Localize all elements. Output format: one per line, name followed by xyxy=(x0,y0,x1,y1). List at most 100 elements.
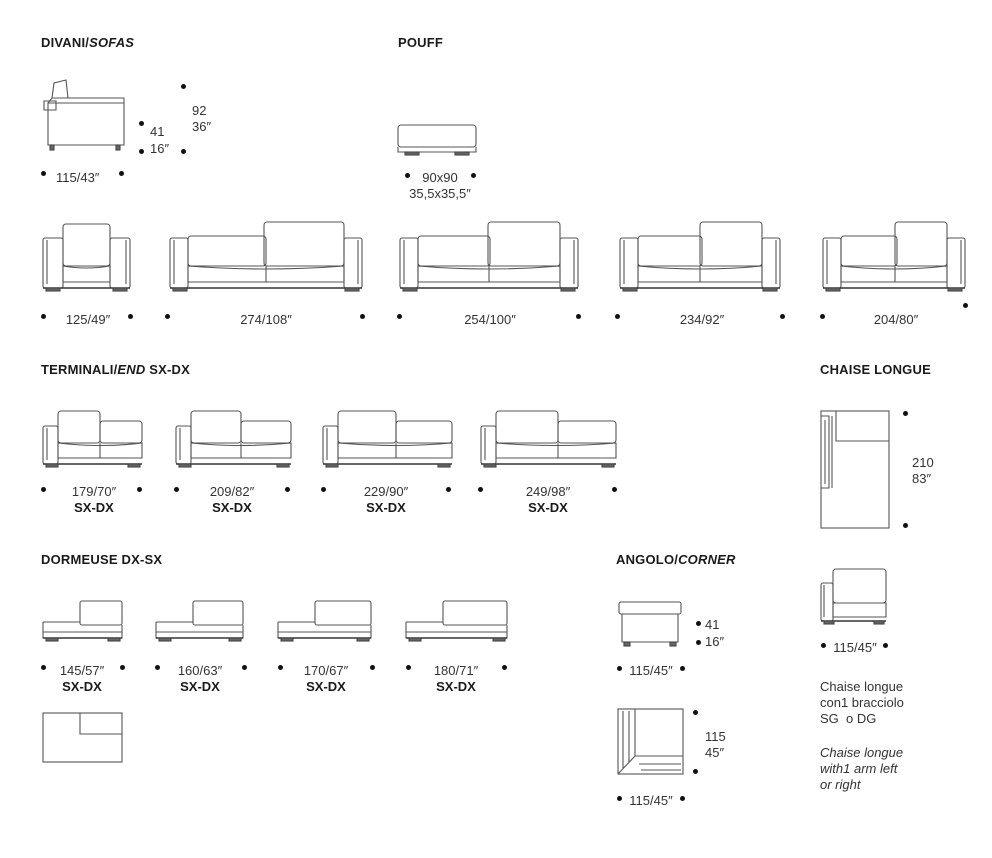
dormeuse-side-4: SX-DX xyxy=(436,679,476,694)
pouff-drawing xyxy=(397,124,477,156)
dimension-marker-dot xyxy=(820,314,825,319)
dimension-marker-dot xyxy=(617,796,622,801)
dimension-marker-dot xyxy=(41,665,46,670)
sofas-heading-en: SOFAS xyxy=(89,35,135,50)
chaise-front-drawing xyxy=(820,568,887,625)
dimension-marker-dot xyxy=(278,665,283,670)
dimension-marker-dot xyxy=(120,665,125,670)
end-heading: TERMINALI/END SX-DX xyxy=(41,362,190,377)
dimension-marker-dot xyxy=(370,665,375,670)
dimension-marker-dot xyxy=(883,643,888,648)
chaise-note-en-line1: Chaise longue xyxy=(820,745,904,760)
corner-top-view-drawing xyxy=(617,708,684,775)
dormeuse-170-drawing xyxy=(277,600,372,642)
dimension-marker-dot xyxy=(41,487,46,492)
end-heading-suffix: SX-DX xyxy=(145,362,190,377)
pouff-size-in: 35,5x35,5″ xyxy=(409,186,471,201)
dimension-marker-dot xyxy=(963,303,968,308)
dimension-marker-dot xyxy=(821,643,826,648)
end-width-2: 209/82″ xyxy=(209,484,255,499)
chaise-width: 115/45″ xyxy=(833,640,877,655)
end-width-4: 249/98″ xyxy=(525,484,571,499)
sofa-274-front-drawing xyxy=(169,221,363,292)
dimension-marker-dot xyxy=(41,171,46,176)
dimension-marker-dot xyxy=(471,173,476,178)
dimension-marker-dot xyxy=(903,411,908,416)
corner-side-width: 115/45″ xyxy=(629,663,673,678)
end-heading-en: END xyxy=(117,362,146,377)
dimension-marker-dot xyxy=(181,84,186,89)
sofa-depth: 115/43″ xyxy=(56,170,100,185)
dormeuse-width-3: 170/67″ xyxy=(303,663,349,678)
sofa-width-5: 204/80″ xyxy=(873,312,919,327)
sofa-254-front-drawing xyxy=(399,221,579,292)
chaise-top-view-drawing xyxy=(820,410,890,529)
chaise-note-english: Chaise longue with1 arm left or right xyxy=(820,745,903,793)
dimension-marker-dot xyxy=(174,487,179,492)
dimension-marker-dot xyxy=(139,149,144,154)
dimension-marker-dot xyxy=(360,314,365,319)
dimension-marker-dot xyxy=(165,314,170,319)
sofa-width-1: 125/49″ xyxy=(65,312,111,327)
corner-seat-cm: 41 xyxy=(705,617,720,632)
dimension-marker-dot xyxy=(615,314,620,319)
dormeuse-side-2: SX-DX xyxy=(180,679,220,694)
pouff-size-cm: 90x90 xyxy=(422,170,458,185)
end-side-3: SX-DX xyxy=(366,500,406,515)
chaise-note-en-line2: with1 arm left xyxy=(820,761,898,776)
dimension-marker-dot xyxy=(321,487,326,492)
chaise-note-it-line3: SG o DG xyxy=(820,711,877,726)
dormeuse-side-1: SX-DX xyxy=(62,679,102,694)
dimension-marker-dot xyxy=(576,314,581,319)
dimension-marker-dot xyxy=(139,121,144,126)
dormeuse-top-view-drawing xyxy=(42,712,123,763)
dormeuse-160-drawing xyxy=(155,600,244,642)
dimension-marker-dot xyxy=(181,149,186,154)
dimension-marker-dot xyxy=(502,665,507,670)
dormeuse-width-2: 160/63″ xyxy=(177,663,223,678)
corner-top-width: 115/45″ xyxy=(629,793,673,808)
corner-side-view-drawing xyxy=(618,601,682,647)
armchair-front-drawing xyxy=(42,223,131,292)
dimension-marker-dot xyxy=(696,621,701,626)
chaise-note-it-line1: Chaise longue xyxy=(820,679,904,694)
dimension-marker-dot xyxy=(617,666,622,671)
chaise-note-italian: Chaise longue con1 bracciolo SG o DG xyxy=(820,679,904,727)
dimension-marker-dot xyxy=(285,487,290,492)
corner-heading-it: ANGOLO/ xyxy=(616,552,679,567)
dimension-marker-dot xyxy=(128,314,133,319)
corner-heading: ANGOLO/CORNER xyxy=(616,552,736,567)
end-229-drawing xyxy=(322,410,453,468)
end-side-1: SX-DX xyxy=(74,500,114,515)
chaise-note-en-line3: or right xyxy=(820,777,861,792)
sofa-234-front-drawing xyxy=(619,221,781,292)
pouff-heading: POUFF xyxy=(398,35,444,50)
sofa-204-front-drawing xyxy=(822,221,966,292)
sofa-seat-in: 16″ xyxy=(150,141,170,156)
dormeuse-width-4: 180/71″ xyxy=(433,663,479,678)
dimension-marker-dot xyxy=(397,314,402,319)
end-side-2: SX-DX xyxy=(212,500,252,515)
corner-depth-cm: 115 xyxy=(705,729,726,744)
corner-heading-en: CORNER xyxy=(678,552,736,567)
end-side-4: SX-DX xyxy=(528,500,568,515)
dimension-marker-dot xyxy=(405,173,410,178)
dimension-marker-dot xyxy=(446,487,451,492)
chaise-length-cm: 210 xyxy=(912,455,934,470)
dormeuse-180-drawing xyxy=(405,600,508,642)
dimension-marker-dot xyxy=(696,640,701,645)
sofa-height-in: 36″ xyxy=(192,119,212,134)
dormeuse-heading: DORMEUSE DX-SX xyxy=(41,552,163,567)
dimension-marker-dot xyxy=(137,487,142,492)
dimension-marker-dot xyxy=(41,314,46,319)
chaise-note-it-line2: con1 bracciolo xyxy=(820,695,904,710)
sofa-width-4: 234/92″ xyxy=(679,312,725,327)
dimension-marker-dot xyxy=(680,666,685,671)
dimension-marker-dot xyxy=(693,710,698,715)
dimension-marker-dot xyxy=(155,665,160,670)
corner-depth-in: 45″ xyxy=(705,745,725,760)
dimension-marker-dot xyxy=(119,171,124,176)
sofas-heading: DIVANI/SOFAS xyxy=(41,35,134,50)
corner-seat-in: 16″ xyxy=(705,634,725,649)
dimension-marker-dot xyxy=(680,796,685,801)
